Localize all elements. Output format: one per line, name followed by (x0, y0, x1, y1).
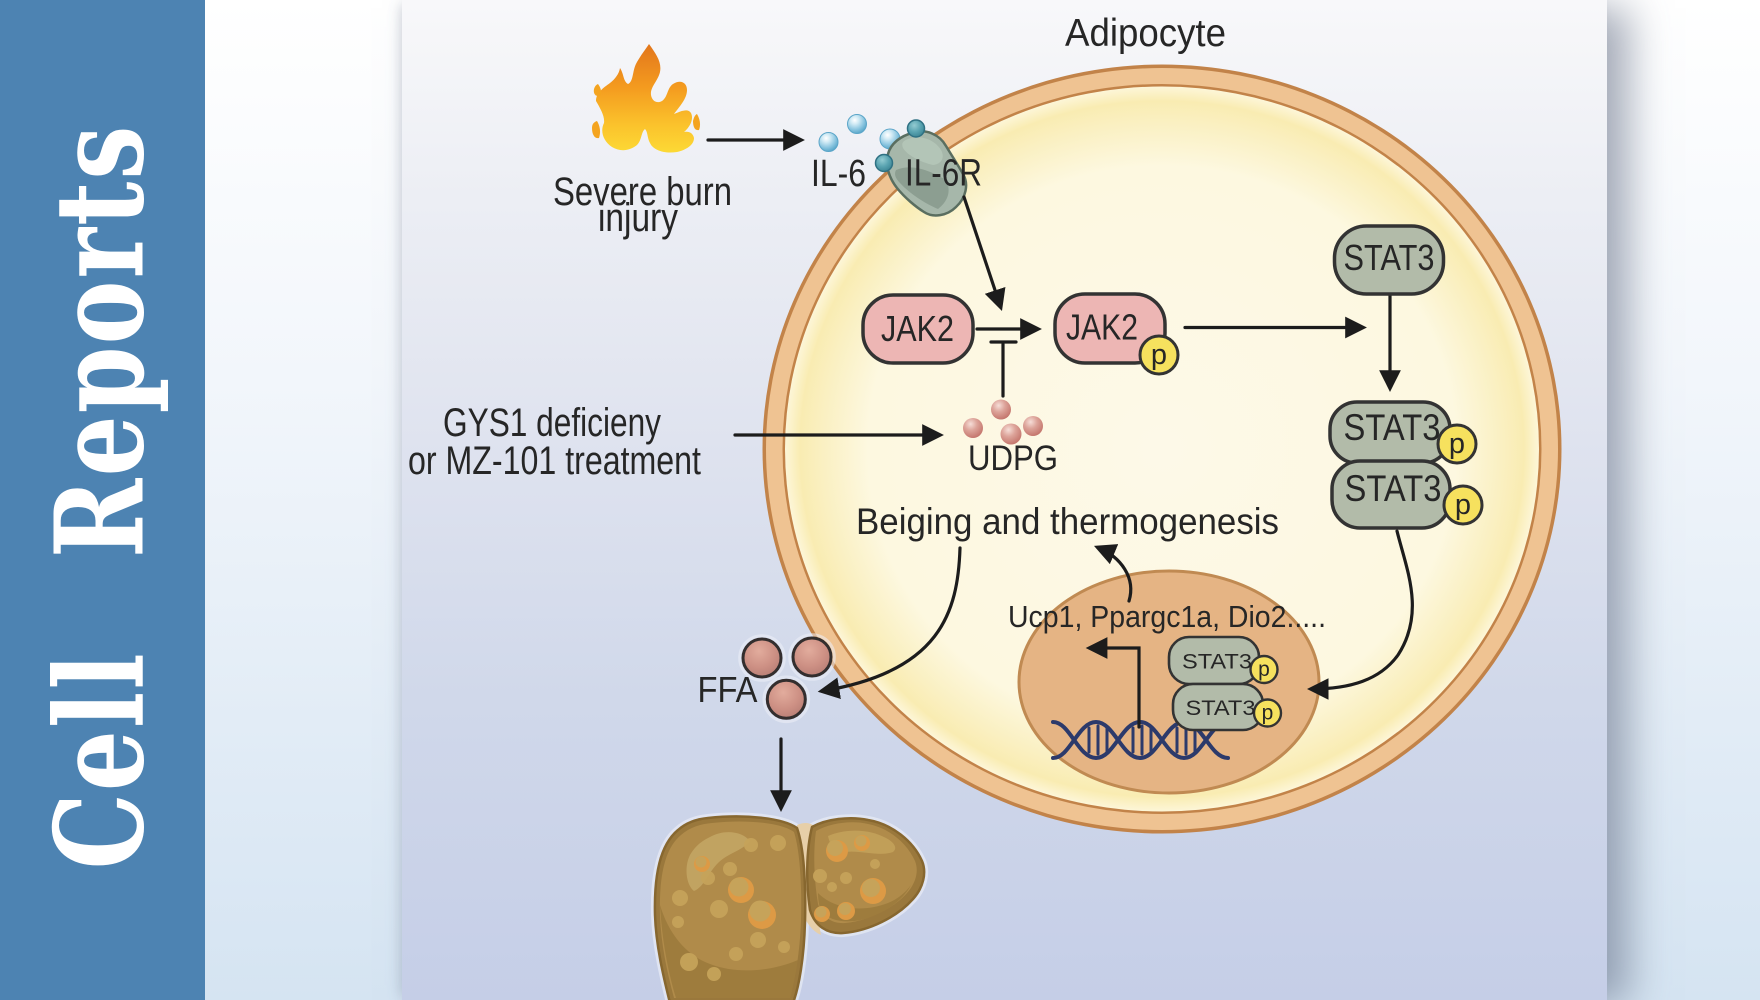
il6-label: IL-6 (811, 153, 866, 195)
stat3-nuclear-label-2: STAT3 (1186, 697, 1256, 720)
liver-spots (672, 835, 886, 981)
severe-burn-label-2: injury (598, 196, 678, 240)
arrow-beiging-to-ffa (817, 546, 962, 699)
beiging-label: Beiging and thermogenesis (856, 501, 1279, 542)
phospho-stat3-2 (1442, 484, 1484, 526)
jak2-p-label: JAK2 (1066, 307, 1138, 348)
severe-burn-label-1: Severe burn (553, 170, 732, 214)
phospho-stat3-1 (1436, 423, 1478, 465)
phospho-nuclear-label-2: p (1262, 702, 1274, 725)
stat3-dimer-label-1: STAT3 (1344, 407, 1441, 448)
jak2-p-box (1053, 292, 1167, 365)
udpg-label: UDPG (968, 439, 1058, 478)
phospho-nuclear-label-1: p (1258, 658, 1270, 681)
liver-icon (650, 812, 929, 1000)
inhibition-tbar (989, 340, 1018, 398)
arrow-genes-to-beiging (1093, 544, 1133, 603)
target-genes-label: Ucp1, Ppargc1a, Dio2..... (1008, 599, 1326, 634)
il6-receptor-icon (874, 119, 968, 217)
ffa-label: FFA (698, 669, 758, 710)
gys1-label-2: or MZ-101 treatment (408, 439, 701, 483)
phospho-jak2 (1138, 334, 1180, 376)
pathway-diagram: Adipocyte Severe burn injury IL-6 IL-6R … (408, 12, 1562, 1000)
graphical-abstract-panel: Adipocyte Severe burn injury IL-6 IL-6R … (402, 0, 1607, 1000)
jak2-box (861, 293, 975, 365)
stat3-nuclear-label-1: STAT3 (1182, 651, 1252, 674)
arrow-il6r-to-jak2 (962, 195, 1006, 312)
gys1-label-1: GYS1 deficieny (443, 401, 661, 445)
stat3-label: STAT3 (1344, 237, 1435, 278)
phospho-nuclear-2 (1252, 698, 1283, 728)
arrow-dimer-to-nucleus (1306, 529, 1414, 700)
fire-icon (592, 44, 701, 153)
il6r-label: IL-6R (905, 153, 982, 195)
udpg-molecules (963, 399, 1043, 445)
stat3-dimer-label-2: STAT3 (1345, 468, 1442, 509)
jak2-label: JAK2 (881, 308, 954, 349)
cell-title: Adipocyte (1065, 12, 1226, 55)
phospho-nuclear-1 (1249, 654, 1279, 685)
phospho-jak2-label: p (1151, 339, 1167, 371)
phospho-stat3-label-1: p (1449, 428, 1465, 460)
promoter-arrow (1085, 637, 1141, 729)
stat3-box (1332, 224, 1446, 296)
phospho-stat3-label-2: p (1455, 489, 1471, 521)
pathway-arrows (706, 129, 1414, 812)
journal-title: Cell Reports (29, 123, 172, 869)
protein-boxes (861, 224, 1484, 732)
journal-spine-band: Cell Reports (0, 0, 205, 1000)
ffa-molecules (738, 633, 836, 724)
il6-molecules (818, 114, 901, 152)
